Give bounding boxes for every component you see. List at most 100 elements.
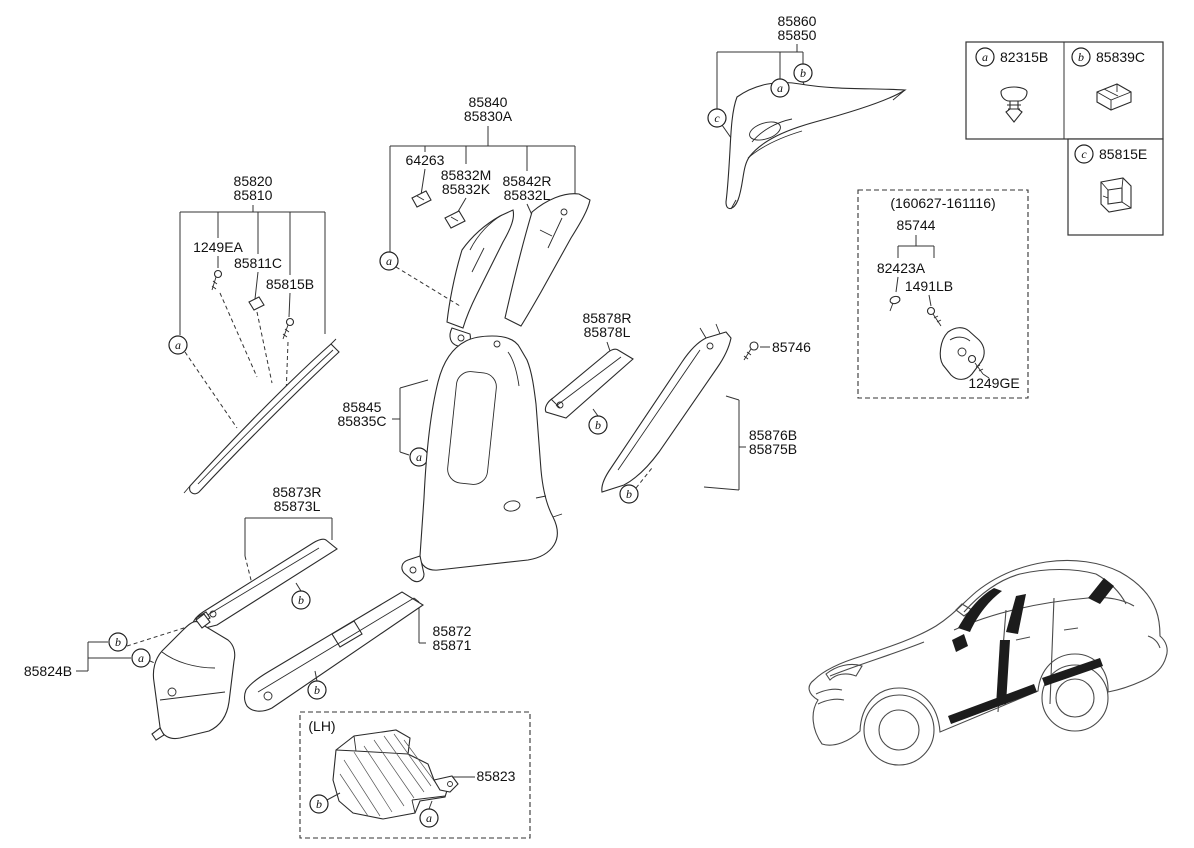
screw-1249GE-icon bbox=[967, 354, 984, 375]
label-1491LB[interactable]: 1491LB bbox=[905, 278, 953, 294]
step-pad-drawing bbox=[544, 348, 634, 419]
legend-part-85839C[interactable]: 85839C bbox=[1096, 49, 1145, 65]
screw-1249EA-icon bbox=[211, 269, 223, 291]
legend-letter-a: a bbox=[982, 50, 988, 64]
label-85835C[interactable]: 85835C bbox=[337, 413, 386, 429]
group-screw-85746: 85746 bbox=[743, 339, 811, 361]
svg-text:b: b bbox=[314, 683, 320, 697]
lh-pad-edges bbox=[335, 735, 446, 814]
label-85823[interactable]: 85823 bbox=[477, 768, 516, 784]
legend-cell-a[interactable]: a 82315B bbox=[975, 47, 1048, 123]
bracket-lines bbox=[244, 517, 333, 556]
label-64263[interactable]: 64263 bbox=[406, 152, 445, 168]
pillar-upper-front-drawing bbox=[446, 209, 515, 329]
callout-a-leader bbox=[395, 266, 461, 307]
pillar-lower-foot bbox=[401, 555, 425, 583]
label-85845[interactable]: 85845 bbox=[343, 399, 382, 415]
label-85878L[interactable]: 85878L bbox=[584, 324, 631, 340]
callout-a: a bbox=[168, 335, 188, 355]
label-85876B[interactable]: 85876B bbox=[749, 427, 797, 443]
label-85832L[interactable]: 85832L bbox=[504, 187, 551, 203]
legend-part-85815E[interactable]: 85815E bbox=[1099, 146, 1147, 162]
pillar-lower-detail bbox=[507, 351, 563, 518]
legend-part-82315B[interactable]: 82315B bbox=[1000, 49, 1048, 65]
label-85875B[interactable]: 85875B bbox=[749, 441, 797, 457]
car-b-pillar-lower-highlight bbox=[996, 640, 1010, 706]
label-85824B[interactable]: 85824B bbox=[24, 663, 72, 679]
label-85873L[interactable]: 85873L bbox=[274, 498, 321, 514]
door-scuff-notch bbox=[331, 620, 363, 648]
callout-b-leader bbox=[326, 792, 341, 801]
car-mirror bbox=[955, 603, 973, 617]
cowl-trim-foot bbox=[151, 727, 165, 741]
group-lh-pad-85823: (LH) b a 85823 bbox=[299, 711, 531, 839]
bracket-lines bbox=[716, 44, 804, 109]
bracket-lines bbox=[703, 395, 746, 491]
legend-letter-c: c bbox=[1081, 147, 1087, 161]
label-85832M[interactable]: 85832M bbox=[441, 167, 492, 183]
label-85873R[interactable]: 85873R bbox=[272, 484, 321, 500]
group-rear-scuff-85876: 85876B 85875B b bbox=[601, 323, 797, 504]
label-85820[interactable]: 85820 bbox=[234, 173, 273, 189]
callout-b: b bbox=[309, 794, 329, 814]
label-85850[interactable]: 85850 bbox=[778, 27, 817, 43]
bracket-lines bbox=[392, 379, 429, 456]
svg-text:a: a bbox=[175, 338, 181, 352]
pillar-lower-drawing bbox=[419, 335, 558, 571]
label-85811C[interactable]: 85811C bbox=[234, 255, 282, 271]
callout-a: a bbox=[379, 251, 399, 271]
label-1249EA[interactable]: 1249EA bbox=[193, 239, 243, 255]
label-1249GE[interactable]: 1249GE bbox=[968, 375, 1019, 391]
label-85746[interactable]: 85746 bbox=[772, 339, 811, 355]
group-pillar-lower-85845: 85845 85835C a bbox=[337, 335, 563, 583]
label-85815B[interactable]: 85815B bbox=[266, 276, 314, 292]
screw-85815B-icon bbox=[282, 317, 295, 340]
label-85830A[interactable]: 85830A bbox=[464, 108, 513, 124]
group-front-scuff-85873: 85873R 85873L b bbox=[191, 484, 338, 632]
label-85878R[interactable]: 85878R bbox=[582, 310, 631, 326]
car-front-wheel bbox=[863, 694, 935, 766]
lh-pad-arm-hole bbox=[447, 781, 453, 787]
label-85840[interactable]: 85840 bbox=[469, 94, 508, 110]
label-85832K[interactable]: 85832K bbox=[442, 181, 491, 197]
svg-text:a: a bbox=[386, 254, 392, 268]
car-a-pillar-trim-highlight bbox=[958, 588, 1002, 632]
callout-b-leader bbox=[635, 467, 653, 489]
svg-text:b: b bbox=[298, 593, 304, 607]
clip-85811C-icon bbox=[248, 296, 265, 311]
lh-box bbox=[299, 711, 531, 839]
screw-1491LB-icon bbox=[926, 306, 942, 327]
legend-table: a 82315B b 85839C c 85815E bbox=[965, 41, 1164, 236]
svg-text:c: c bbox=[714, 111, 720, 125]
pillar-upper-rear-detail bbox=[539, 217, 563, 249]
pillar-lower-oval bbox=[503, 500, 521, 512]
car-cowl-highlight bbox=[952, 634, 968, 652]
door-scuff-drawing bbox=[244, 591, 425, 712]
label-85810[interactable]: 85810 bbox=[234, 187, 273, 203]
cowl-trim-hole bbox=[167, 687, 177, 697]
label-85871[interactable]: 85871 bbox=[433, 637, 472, 653]
label-85872[interactable]: 85872 bbox=[433, 623, 472, 639]
kit-bracket-drawing bbox=[939, 327, 985, 380]
car-rear-wheel-hub bbox=[1055, 678, 1095, 718]
legend-letter-b-circle bbox=[1071, 47, 1091, 67]
car-front-wheel-hub bbox=[878, 709, 920, 751]
front-scuff-detail bbox=[205, 547, 320, 617]
label-lh: (LH) bbox=[308, 718, 335, 734]
rear-scuff-detail bbox=[617, 323, 721, 471]
legend-cell-c[interactable]: c 85815E bbox=[1074, 144, 1147, 213]
bracket-lines bbox=[389, 126, 576, 252]
callout-b: b bbox=[307, 680, 327, 700]
svg-text:b: b bbox=[115, 635, 121, 649]
cowl-trim-clip bbox=[195, 613, 211, 629]
clip-85832-detail bbox=[450, 216, 459, 222]
bracket-lines bbox=[76, 641, 131, 672]
label-85842R[interactable]: 85842R bbox=[502, 173, 551, 189]
svg-text:b: b bbox=[800, 66, 806, 80]
label-82423A[interactable]: 82423A bbox=[877, 260, 926, 276]
label-85860[interactable]: 85860 bbox=[778, 13, 817, 29]
screw-1249GE-leader bbox=[982, 373, 990, 379]
label-85744[interactable]: 85744 bbox=[897, 217, 936, 233]
cowl-trim-drawing bbox=[152, 621, 236, 740]
legend-cell-b[interactable]: b 85839C bbox=[1071, 47, 1145, 111]
